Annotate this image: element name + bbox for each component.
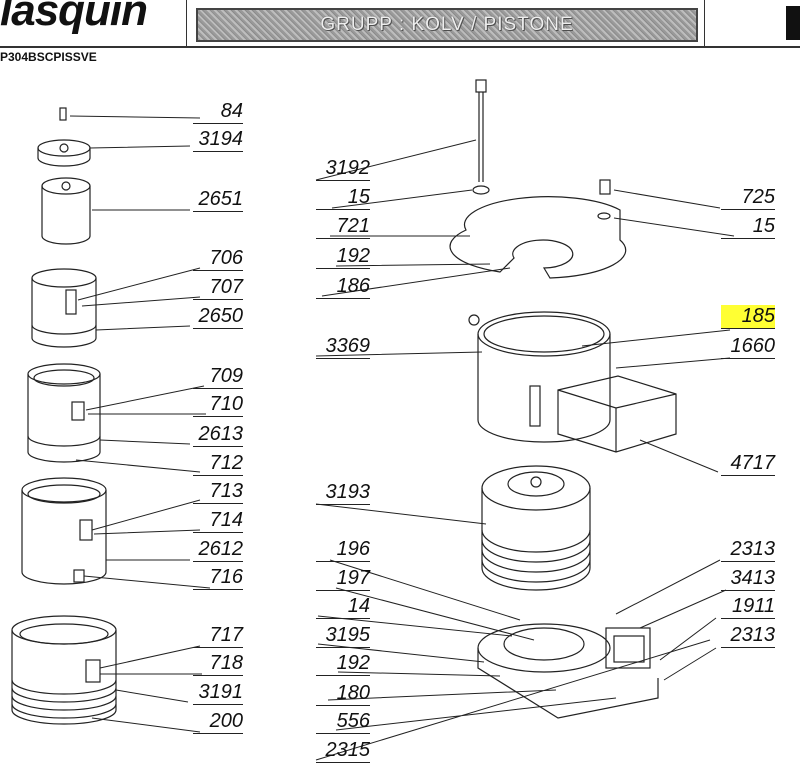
part-label-3191: 3191: [193, 681, 243, 705]
part-bolt-725: [599, 179, 611, 195]
part-label-2612: 2612: [193, 538, 243, 562]
part-label-180: 180: [316, 682, 370, 706]
part-label-2315: 2315: [316, 739, 370, 763]
part-label-186: 186: [316, 275, 370, 299]
part-washer-15: [472, 185, 490, 195]
group-title-banner: GRUPP : KOLV / PISTONE: [196, 8, 698, 42]
part-label-3192: 3192: [316, 157, 370, 181]
part-label-192: 192: [316, 652, 370, 676]
part-plate-721: [449, 196, 627, 279]
part-label-84: 84: [193, 100, 243, 124]
part-label-707: 707: [193, 276, 243, 300]
header-rule: [0, 46, 800, 48]
part-label-721: 721: [316, 215, 370, 239]
part-label-556: 556: [316, 710, 370, 734]
part-label-1660: 1660: [721, 335, 775, 359]
part-sleeve-2612: [21, 477, 107, 585]
part-label-197: 197: [316, 567, 370, 591]
part-label-3193: 3193: [316, 481, 370, 505]
part-label-725: 725: [721, 186, 775, 210]
part-label-3369: 3369: [316, 335, 370, 359]
part-label-2313: 2313: [721, 624, 775, 648]
brand-logo: lasquin: [0, 0, 148, 35]
part-label-710: 710: [193, 393, 243, 417]
group-title: GRUPP : KOLV / PISTONE: [320, 14, 574, 35]
part-sleeve-2650: [31, 268, 97, 348]
part-label-714: 714: [193, 509, 243, 533]
part-label-716: 716: [193, 566, 243, 590]
part-bolt-3192: [475, 79, 487, 182]
part-label-3194: 3194: [193, 128, 243, 152]
part-label-2613: 2613: [193, 423, 243, 447]
part-label-185: 185: [721, 305, 775, 329]
part-label-709: 709: [193, 365, 243, 389]
part-screw-84: [59, 107, 67, 121]
part-label-718: 718: [193, 652, 243, 676]
part-label-2650: 2650: [193, 305, 243, 329]
part-label-14: 14: [316, 595, 370, 619]
part-box-4717: [557, 375, 677, 453]
header-divider: [186, 0, 187, 46]
part-cylinder-2651: [41, 177, 91, 245]
part-label-15: 15: [721, 215, 775, 239]
part-housing-3369: [468, 311, 611, 443]
header-divider: [704, 0, 705, 46]
part-label-2313: 2313: [721, 538, 775, 562]
part-label-3413: 3413: [721, 567, 775, 591]
part-label-15: 15: [316, 186, 370, 210]
part-label-192: 192: [316, 245, 370, 269]
part-label-4717: 4717: [721, 452, 775, 476]
corner-mark: [786, 6, 800, 40]
part-label-2651: 2651: [193, 188, 243, 212]
part-piston-3191: [11, 615, 117, 725]
part-label-1911: 1911: [721, 595, 775, 619]
part-cap-3194: [37, 139, 91, 167]
part-label-717: 717: [193, 624, 243, 648]
document-code: P304BSCPISSVE: [0, 50, 97, 64]
part-sleeve-2613: [27, 363, 101, 463]
part-label-200: 200: [193, 710, 243, 734]
part-piston-3193: [481, 465, 591, 591]
part-label-706: 706: [193, 247, 243, 271]
part-label-712: 712: [193, 452, 243, 476]
part-label-196: 196: [316, 538, 370, 562]
part-label-3195: 3195: [316, 624, 370, 648]
part-label-713: 713: [193, 480, 243, 504]
